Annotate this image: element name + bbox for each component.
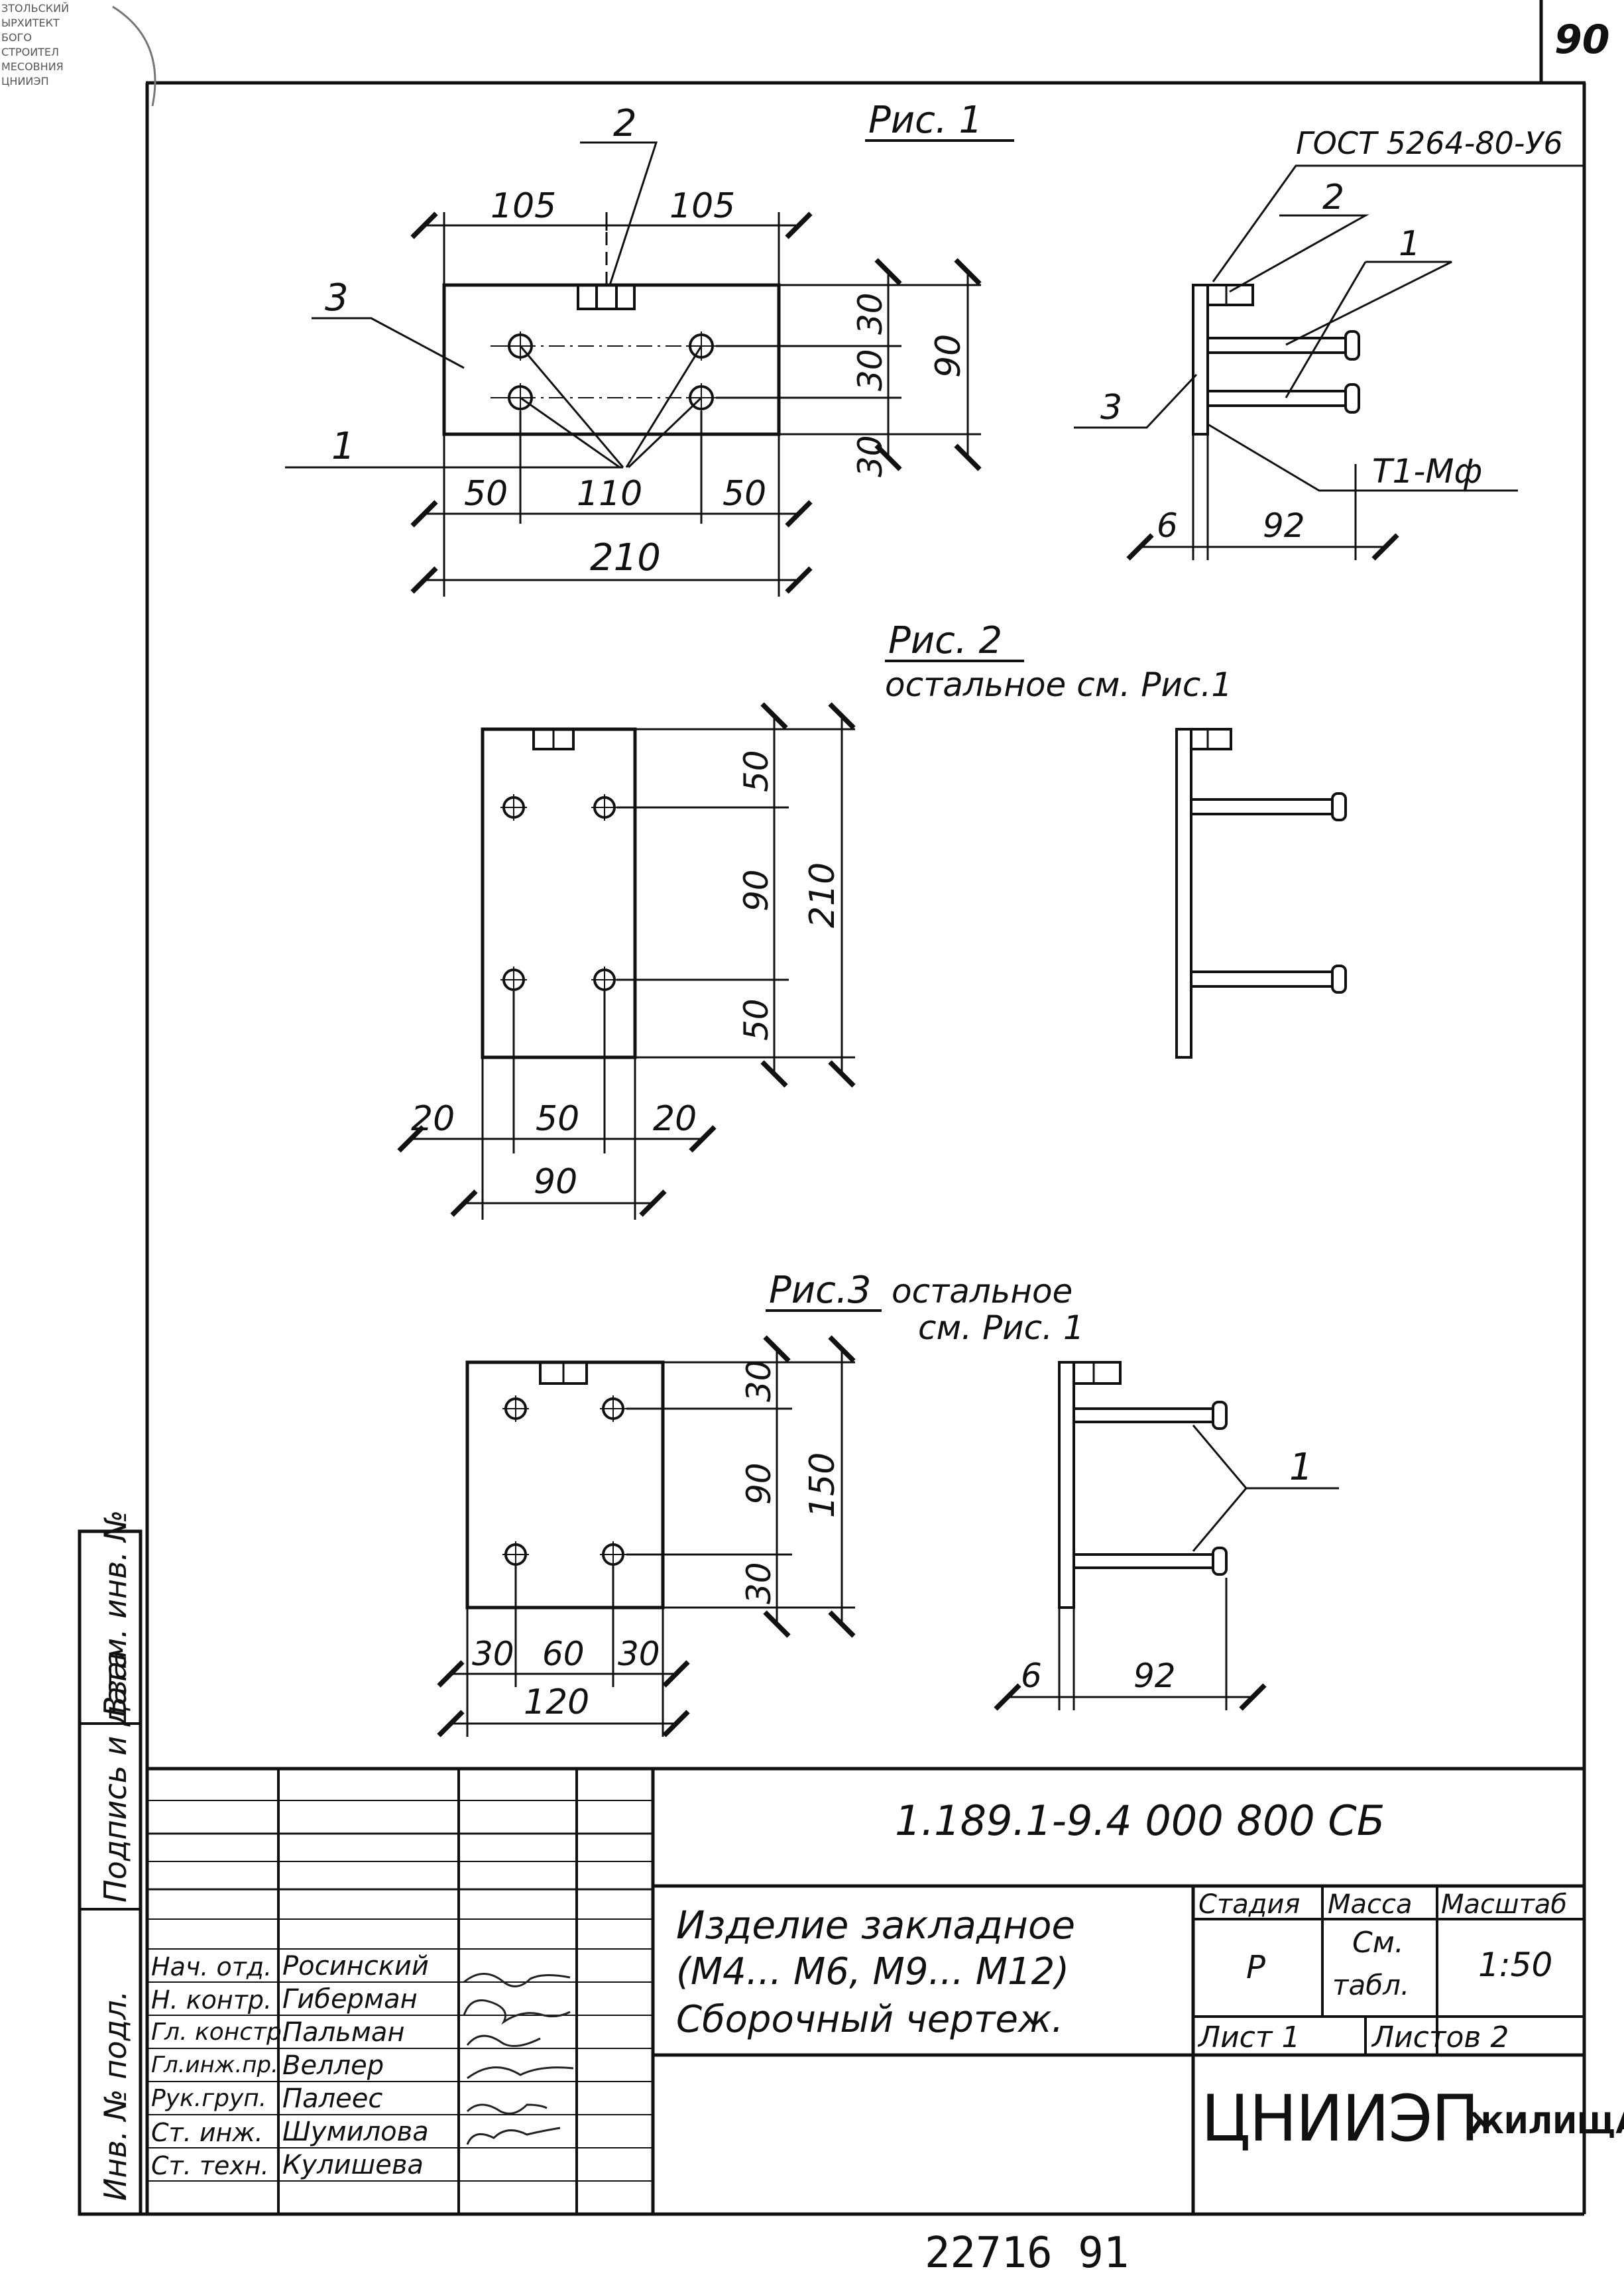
scale-label: Масштаб bbox=[1441, 1889, 1568, 1920]
sheet-frame bbox=[80, 0, 1586, 2216]
footer-number: 22716 91 bbox=[925, 2229, 1129, 2278]
org-logo-main: ЦНИИЭП bbox=[1201, 2082, 1479, 2156]
signer-name: Палеес bbox=[282, 2084, 383, 2114]
mass-value-1: См. bbox=[1352, 1926, 1404, 1960]
svg-text:остальное: остальное bbox=[892, 1272, 1073, 1311]
svg-text:150: 150 bbox=[803, 1452, 842, 1518]
svg-text:1: 1 bbox=[1289, 1446, 1313, 1489]
title-line-2: (М4... М6, М9... М12) bbox=[676, 1950, 1070, 1993]
svg-text:2: 2 bbox=[1322, 178, 1344, 217]
figure-2: Рис. 2 остальное см. Рис.1 50 90 50 210 bbox=[397, 619, 1347, 1220]
svg-text:3: 3 bbox=[325, 276, 349, 320]
signer-role: Гл.инж.пр. bbox=[151, 2052, 278, 2078]
archive-stamp: ЗТОЛЬСКИЙ ЫРХИТЕКТ БОГО СТРОИТЕЛ МЕСОВНИ… bbox=[1, 2, 156, 107]
svg-text:ЦНИИЭП: ЦНИИЭП bbox=[1, 75, 49, 88]
svg-text:30: 30 bbox=[740, 1360, 778, 1402]
inv-orig-label: Инв. № подл. bbox=[97, 1991, 133, 2201]
svg-text:50: 50 bbox=[536, 1099, 579, 1139]
mass-label: Масса bbox=[1328, 1889, 1413, 1920]
svg-text:ЗТОЛЬСКИЙ: ЗТОЛЬСКИЙ bbox=[1, 2, 69, 15]
signer-name: Пальман bbox=[282, 2017, 405, 2048]
doc-code: 1.189.1-9.4 000 800 СБ bbox=[895, 1796, 1385, 1845]
title-line-1: Изделие закладное bbox=[676, 1903, 1076, 1948]
title-block-grid bbox=[147, 1767, 1584, 2214]
fig1-caption: Рис. 1 bbox=[868, 99, 982, 142]
sheets-label: Листов 2 bbox=[1372, 2021, 1509, 2054]
svg-text:30: 30 bbox=[472, 1635, 514, 1673]
svg-text:50: 50 bbox=[723, 474, 766, 514]
svg-text:1: 1 bbox=[1399, 224, 1421, 264]
svg-text:90: 90 bbox=[929, 334, 968, 378]
signer-name: Кулишева bbox=[282, 2150, 424, 2180]
svg-text:50: 50 bbox=[737, 998, 776, 1041]
figure-3: Рис.3 остальное см. Рис. 1 30 90 30 150 bbox=[437, 1269, 1339, 1737]
stage-label: Стадия bbox=[1198, 1889, 1301, 1920]
figure-1: Рис. 1 2 3 bbox=[285, 99, 1584, 597]
gost-label: ГОСТ 5264-80-У6 bbox=[1296, 125, 1563, 161]
signer-role: Ст. инж. bbox=[151, 2118, 263, 2147]
svg-text:90: 90 bbox=[740, 1462, 778, 1505]
svg-text:6: 6 bbox=[1157, 506, 1178, 545]
page-number: 90 bbox=[1554, 17, 1610, 63]
signer-name: Гиберман bbox=[282, 1984, 418, 2015]
svg-text:92: 92 bbox=[1133, 1657, 1176, 1695]
svg-text:см. Рис. 1: см. Рис. 1 bbox=[918, 1309, 1084, 1347]
svg-text:ЫРХИТЕКТ: ЫРХИТЕКТ bbox=[1, 17, 60, 29]
svg-text:20: 20 bbox=[653, 1099, 697, 1139]
svg-text:30: 30 bbox=[740, 1562, 778, 1604]
svg-text:СТРОИТЕЛ: СТРОИТЕЛ bbox=[1, 46, 59, 58]
svg-text:Рис. 2: Рис. 2 bbox=[888, 619, 1002, 662]
sheet-label: Лист 1 bbox=[1198, 2021, 1301, 2054]
svg-text:30: 30 bbox=[618, 1635, 660, 1673]
mass-value-2: табл. bbox=[1332, 1969, 1410, 2001]
svg-text:БОГО: БОГО bbox=[1, 31, 32, 44]
signer-role: Н. контр. bbox=[151, 1985, 272, 2015]
svg-text:20: 20 bbox=[411, 1099, 455, 1139]
svg-text:105: 105 bbox=[669, 186, 735, 226]
svg-text:90: 90 bbox=[737, 869, 776, 911]
left-strip: Инв. № подл. Подпись и дата Взам. инв. № bbox=[78, 1510, 143, 2216]
svg-text:остальное см. Рис.1: остальное см. Рис.1 bbox=[885, 666, 1232, 704]
svg-text:30: 30 bbox=[851, 292, 890, 335]
weld-label: Т1-Мф bbox=[1372, 452, 1482, 491]
inv-repl-label: Взам. инв. № bbox=[97, 1510, 133, 1717]
title-line-3: Сборочный чертеж. bbox=[676, 1998, 1064, 2041]
svg-text:210: 210 bbox=[803, 862, 842, 928]
signatures bbox=[463, 1973, 574, 2145]
svg-text:Рис.3: Рис.3 bbox=[769, 1269, 871, 1312]
svg-text:92: 92 bbox=[1263, 506, 1305, 545]
svg-text:120: 120 bbox=[524, 1682, 589, 1722]
svg-text:6: 6 bbox=[1021, 1657, 1042, 1695]
svg-text:МЕСОВНИЯ: МЕСОВНИЯ bbox=[1, 60, 64, 73]
svg-text:1: 1 bbox=[331, 425, 355, 468]
signer-name: Веллер bbox=[282, 2050, 384, 2081]
svg-text:30: 30 bbox=[851, 349, 890, 391]
svg-text:105: 105 bbox=[491, 186, 556, 226]
signer-name: Шумилова bbox=[282, 2117, 429, 2147]
scale-value: 1:50 bbox=[1478, 1946, 1553, 1984]
sign-date-label: Подпись и дата bbox=[97, 1650, 133, 1903]
signer-name: Росинский bbox=[282, 1951, 429, 1981]
svg-text:30: 30 bbox=[851, 435, 890, 477]
stage-value: Р bbox=[1246, 1949, 1265, 1986]
signer-role: Гл. констр. bbox=[151, 2019, 290, 2046]
signer-role: Нач. отд. bbox=[151, 1952, 272, 1981]
signer-role: Рук.груп. bbox=[151, 2085, 267, 2112]
svg-text:110: 110 bbox=[577, 474, 642, 514]
org-logo-sub: ЖИЛИЩА bbox=[1468, 2107, 1624, 2141]
svg-text:50: 50 bbox=[737, 750, 776, 792]
signer-role: Ст. техн. bbox=[151, 2151, 269, 2180]
svg-text:50: 50 bbox=[464, 474, 508, 514]
svg-text:2: 2 bbox=[613, 102, 637, 145]
svg-text:210: 210 bbox=[590, 536, 661, 579]
svg-text:60: 60 bbox=[542, 1635, 585, 1673]
svg-text:90: 90 bbox=[534, 1162, 577, 1202]
svg-text:3: 3 bbox=[1100, 388, 1122, 428]
